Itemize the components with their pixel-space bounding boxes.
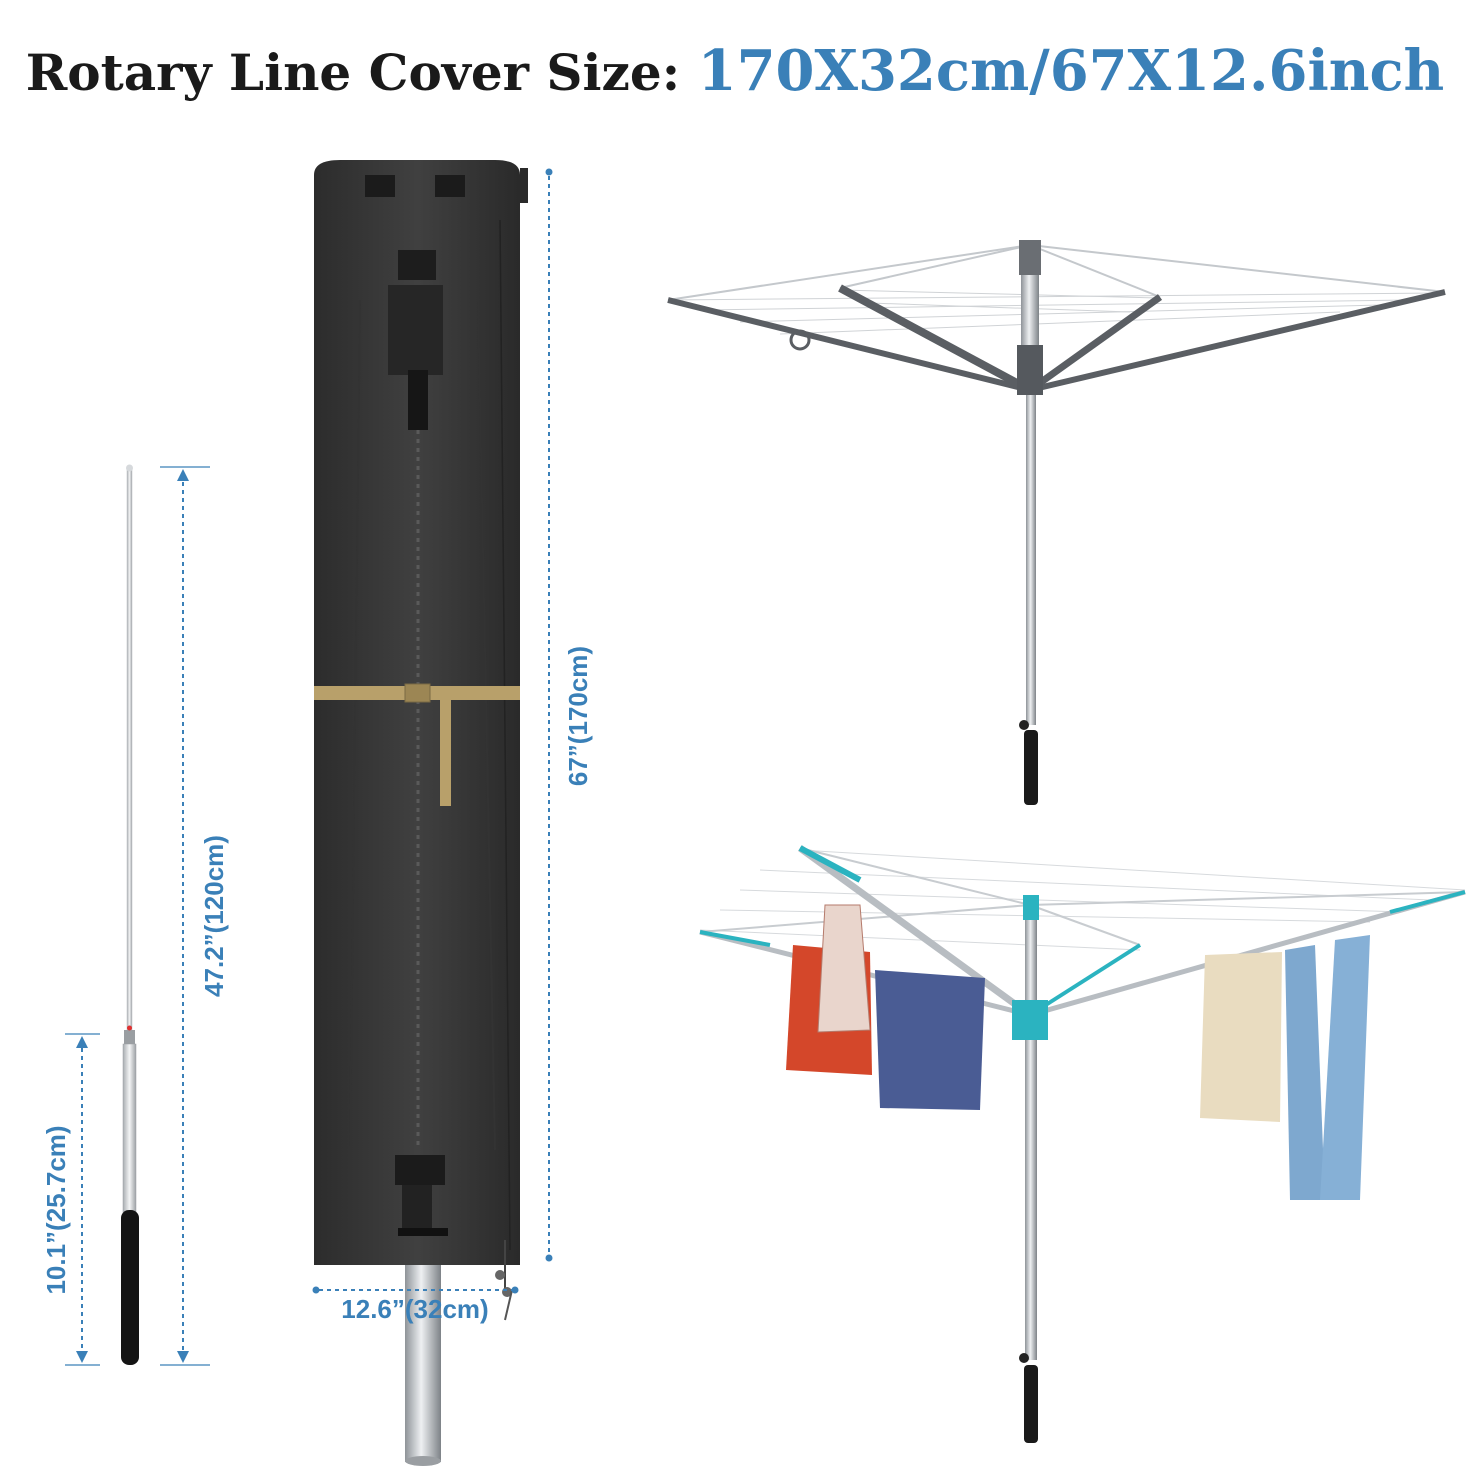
cover-width-label: 12.6”(32cm) (341, 1294, 488, 1324)
pole-collapsed-label: 10.1”(25.7cm) (41, 1125, 71, 1294)
page-title: Rotary Line Cover Size: 170X32cm/67X12.6… (0, 38, 1470, 104)
pole-extended-dimension: 47.2”(120cm) (160, 466, 229, 1366)
jeans-leg-left (1285, 945, 1325, 1200)
pole-extended-label: 47.2”(120cm) (199, 835, 229, 997)
rotary-line-cover (314, 160, 528, 1466)
rotary-dryer-teal (699, 845, 1466, 1443)
beige-shirt (1200, 952, 1282, 1122)
title-prefix: Rotary Line Cover Size: (25, 43, 681, 102)
jeans-leg-right (1320, 935, 1370, 1200)
pole-collapsed-dimension: 10.1”(25.7cm) (41, 1033, 100, 1366)
title-size: 170X32cm/67X12.6inch (697, 38, 1445, 104)
cover-height-label: 67”(170cm) (563, 646, 593, 786)
telescopic-pole (121, 464, 139, 1365)
blue-shirt (875, 970, 985, 1110)
cover-width-dimension: 12.6”(32cm) (312, 1286, 519, 1324)
cover-height-dimension: 67”(170cm) (545, 168, 593, 1262)
rotary-dryer-grey (667, 240, 1446, 805)
floral-top (817, 904, 871, 1033)
